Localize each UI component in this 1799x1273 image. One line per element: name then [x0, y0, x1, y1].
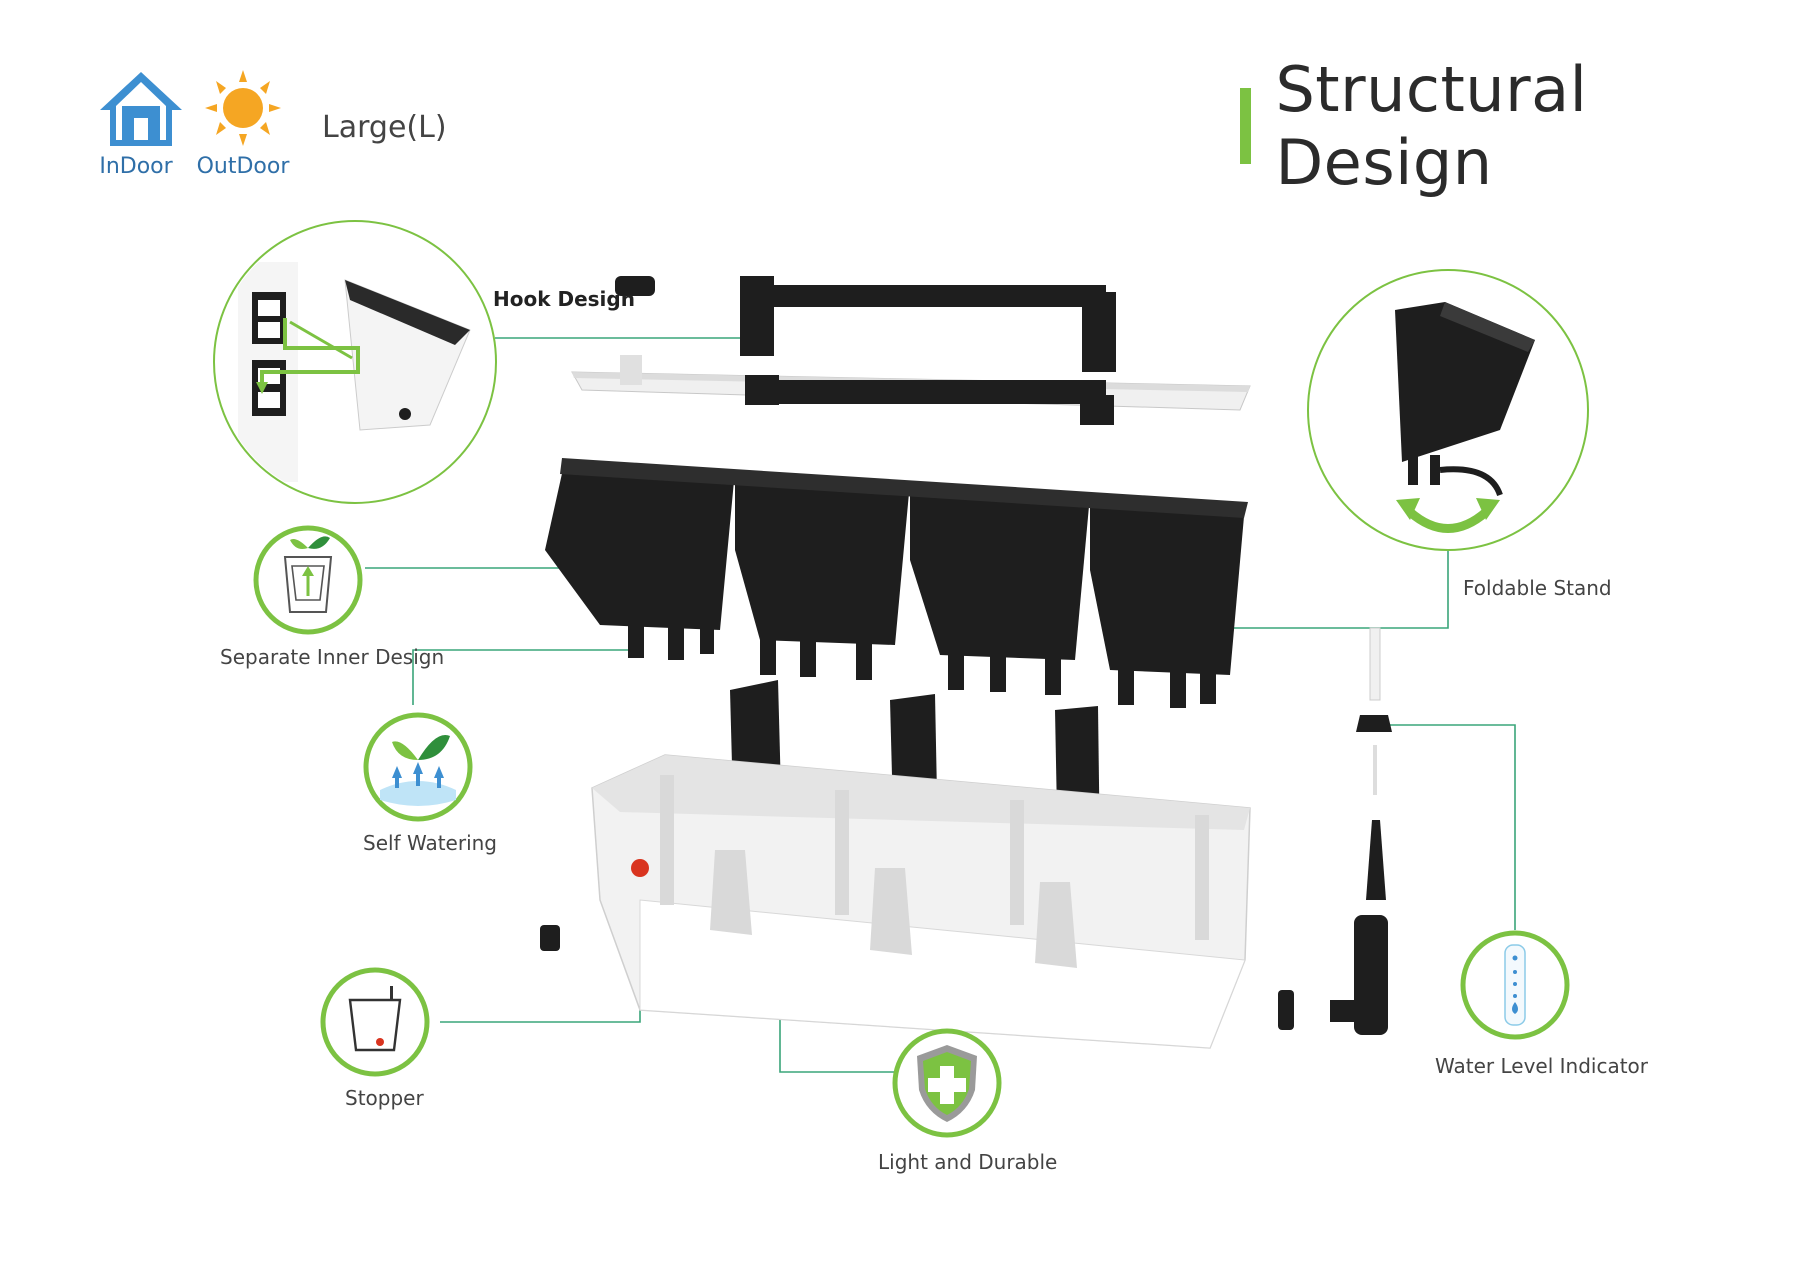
- water-plant-icon: [363, 712, 473, 822]
- stopper-pot-icon: [320, 967, 430, 1077]
- outer-reservoir: [540, 754, 1294, 1049]
- foldable-stand-circle: [1307, 269, 1589, 551]
- light-and-durable-label: Light and Durable: [878, 1150, 1058, 1174]
- shield-cross-icon: [892, 1028, 1002, 1138]
- page-title-block: Structural Design: [1240, 53, 1799, 199]
- water-gauge-icon: [1460, 930, 1570, 1040]
- foldable-stand-label: Foldable Stand: [1463, 576, 1612, 600]
- connector-foldable: [1220, 550, 1449, 629]
- inner-pots: [545, 460, 1245, 708]
- size-label: Large(L): [322, 110, 447, 145]
- page-title: Structural Design: [1275, 53, 1588, 199]
- connector-self-watering: [412, 649, 630, 705]
- sun-icon: [205, 70, 281, 146]
- water-level-indicator-label: Water Level Indicator: [1435, 1054, 1649, 1078]
- stopper-label: Stopper: [345, 1086, 424, 1110]
- connector-water-level: [1388, 724, 1516, 930]
- house-icon: [100, 72, 182, 146]
- outdoor-label: OutDoor: [196, 154, 290, 179]
- top-cover-handle: [571, 276, 1251, 425]
- indoor-label: InDoor: [99, 154, 173, 179]
- outdoor-badge: OutDoor: [188, 68, 298, 179]
- plant-pot-icon: [253, 525, 363, 635]
- inner-pot-rims: [560, 458, 1248, 518]
- hook-detail-circle: [213, 220, 497, 504]
- indoor-badge: InDoor: [86, 68, 186, 179]
- title-accent-bar: [1240, 88, 1252, 164]
- hook-design-label: Hook Design: [493, 287, 635, 311]
- water-level-parts: [1330, 627, 1392, 1035]
- separate-inner-design-label: Separate Inner Design: [220, 645, 445, 669]
- self-watering-label: Self Watering: [363, 831, 498, 855]
